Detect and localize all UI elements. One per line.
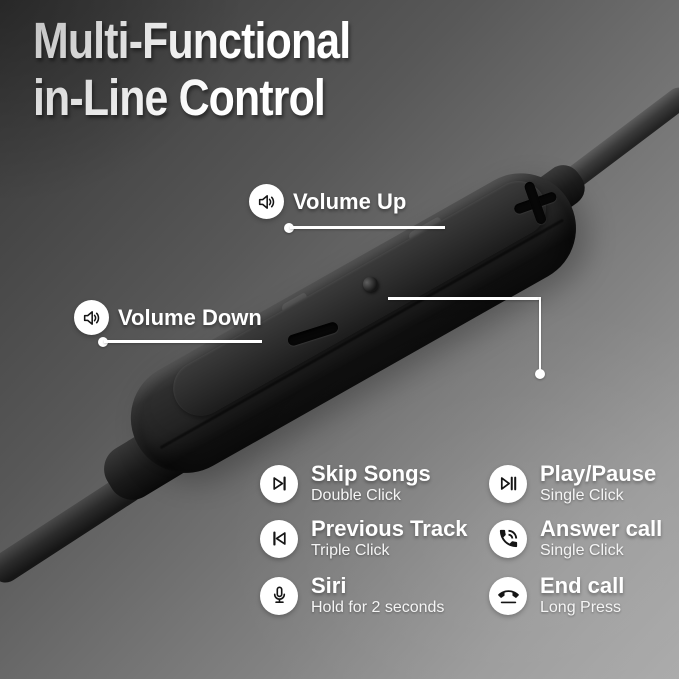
function-row-previous-track: Previous Track Triple Click: [260, 517, 468, 560]
skip-next-icon: [260, 464, 298, 503]
callout-dot-volume-down: [98, 337, 108, 347]
answer-call-icon: [489, 519, 527, 558]
play-pause-icon: [489, 464, 527, 503]
function-title: Skip Songs: [311, 461, 431, 486]
function-subtitle: Long Press: [540, 599, 621, 616]
callout-line-volume-up: [290, 226, 445, 229]
title-line-2: in-Line Control: [33, 69, 326, 126]
volume-down-icon: [74, 300, 109, 335]
function-row-skip-songs: Skip Songs Double Click: [260, 462, 431, 505]
callout-dot-center: [535, 369, 545, 379]
function-title: Play/Pause: [540, 461, 657, 486]
volume-up-icon: [249, 184, 284, 219]
function-title: Previous Track: [311, 516, 468, 541]
volume-up-callout: Volume Up: [249, 184, 406, 219]
function-subtitle: Triple Click: [311, 542, 390, 559]
callout-line-center-vertical: [538, 297, 541, 371]
page-title: Multi-Functional in-Line Control: [33, 12, 411, 126]
end-call-icon: [489, 576, 527, 615]
function-title: Siri: [311, 573, 347, 598]
function-row-answer-call: Answer call Single Click: [489, 517, 662, 560]
function-subtitle: Double Click: [311, 487, 401, 504]
function-subtitle: Single Click: [540, 487, 624, 504]
volume-down-minus-button: [286, 320, 340, 347]
function-row-play-pause: Play/Pause Single Click: [489, 462, 656, 505]
skip-previous-icon: [260, 519, 298, 558]
volume-down-label: Volume Down: [118, 304, 262, 330]
callout-dot-volume-up: [284, 223, 294, 233]
microphone-icon: [260, 576, 298, 615]
volume-up-label: Volume Up: [293, 188, 407, 214]
function-row-siri: Siri Hold for 2 seconds: [260, 574, 444, 617]
function-row-end-call: End call Long Press: [489, 574, 624, 617]
function-title: Answer call: [540, 516, 663, 541]
callout-line-volume-down: [104, 340, 262, 343]
callout-line-center-horizontal: [388, 297, 541, 300]
function-subtitle: Hold for 2 seconds: [311, 599, 445, 616]
title-line-1: Multi-Functional: [33, 12, 351, 69]
function-title: End call: [540, 573, 625, 598]
function-subtitle: Single Click: [540, 542, 624, 559]
volume-down-callout: Volume Down: [74, 300, 262, 335]
